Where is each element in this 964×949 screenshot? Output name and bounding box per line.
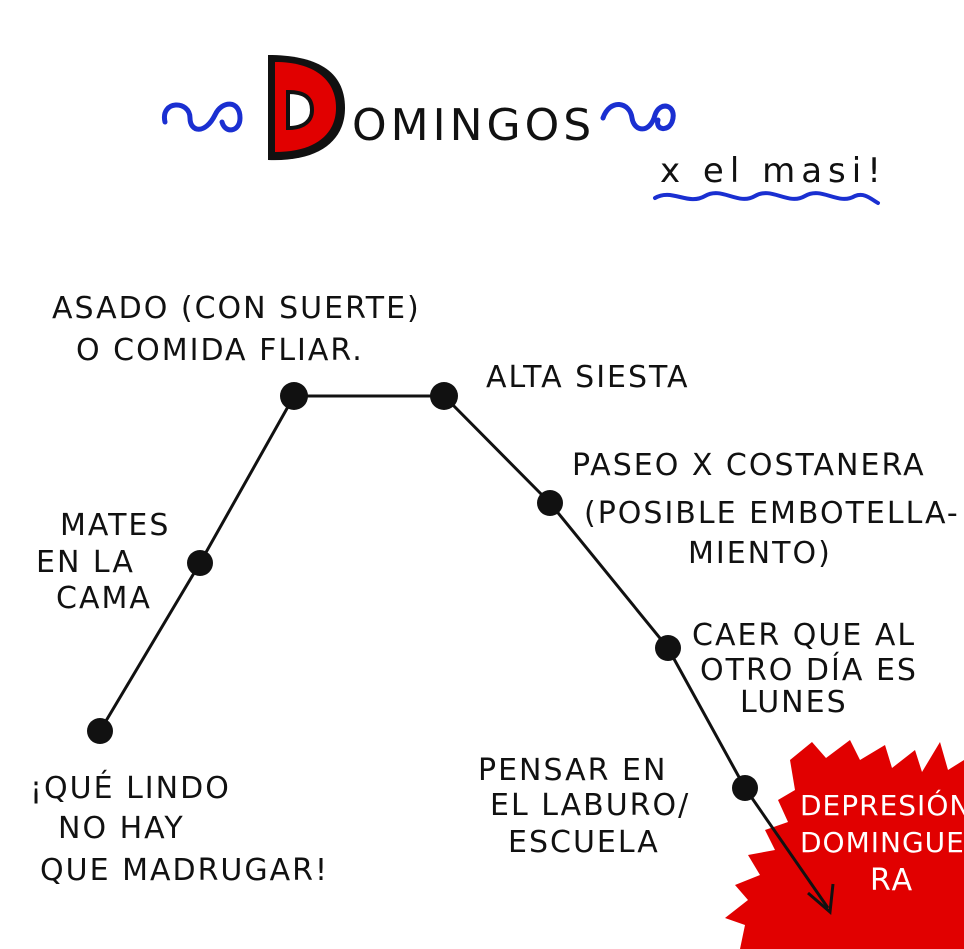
stage-label-7: PENSAR EN EL LABURO/ ESCUELA [478,753,690,860]
stage-line: QUE MADRUGAR! [40,853,329,888]
stage-label-1: ¡QUÉ LINDO NO HAY QUE MADRUGAR! [30,770,329,888]
right-swirl-icon [600,102,676,132]
stage-label-3: ASADO (CON SUERTE) O COMIDA FLIAR. [52,291,421,368]
stage-line: NO HAY [58,811,185,846]
stage-line: ESCUELA [508,825,660,860]
stage-line: OTRO DÍA ES [700,652,918,688]
left-swirl-icon [162,101,243,133]
stage-point [430,382,458,410]
stage-line: ALTA SIESTA [486,360,690,395]
stage-point [655,635,681,661]
stage-label-4: ALTA SIESTA [486,360,690,395]
stage-line: MIENTO) [688,536,832,571]
stage-line: EN LA [36,545,135,580]
subtitle-wave [653,191,880,205]
curve-arrow-line [743,787,830,909]
stage-line: CAER QUE AL [692,618,916,653]
depression-burst [725,740,964,949]
ending-line: DOMINGUE- [800,826,964,859]
stage-line: EL LABURO/ [490,788,690,823]
stage-line: ¡QUÉ LINDO [30,770,231,806]
title-initial-d-icon [268,55,345,161]
stage-point [87,718,113,744]
stage-line: PENSAR EN [478,753,667,788]
ending-label: DEPRESIÓN DOMINGUE- RA [800,788,964,898]
stage-line: O COMIDA FLIAR. [76,333,364,368]
stage-line: PASEO X COSTANERA [572,448,926,483]
stage-label-6: CAER QUE AL OTRO DÍA ES LUNES [692,618,918,720]
stage-line: (POSIBLE EMBOTELLA- [584,496,960,531]
ending-line: DEPRESIÓN [800,788,964,822]
stage-line: LUNES [740,685,848,720]
stage-point [537,490,563,516]
subtitle: x el masi! [660,151,887,191]
stage-point [732,775,758,801]
stage-line: ASADO (CON SUERTE) [52,291,421,326]
stage-label-2: MATES EN LA CAMA [36,508,170,616]
title-rest: OMINGOS [352,100,595,151]
stage-line: CAMA [56,581,152,616]
arrow-head-icon [807,883,835,916]
stage-point [280,382,308,410]
stage-label-5: PASEO X COSTANERA (POSIBLE EMBOTELLA- MI… [572,448,960,571]
ending-line: RA [870,863,914,898]
stage-line: MATES [60,508,170,543]
stage-point [187,550,213,576]
